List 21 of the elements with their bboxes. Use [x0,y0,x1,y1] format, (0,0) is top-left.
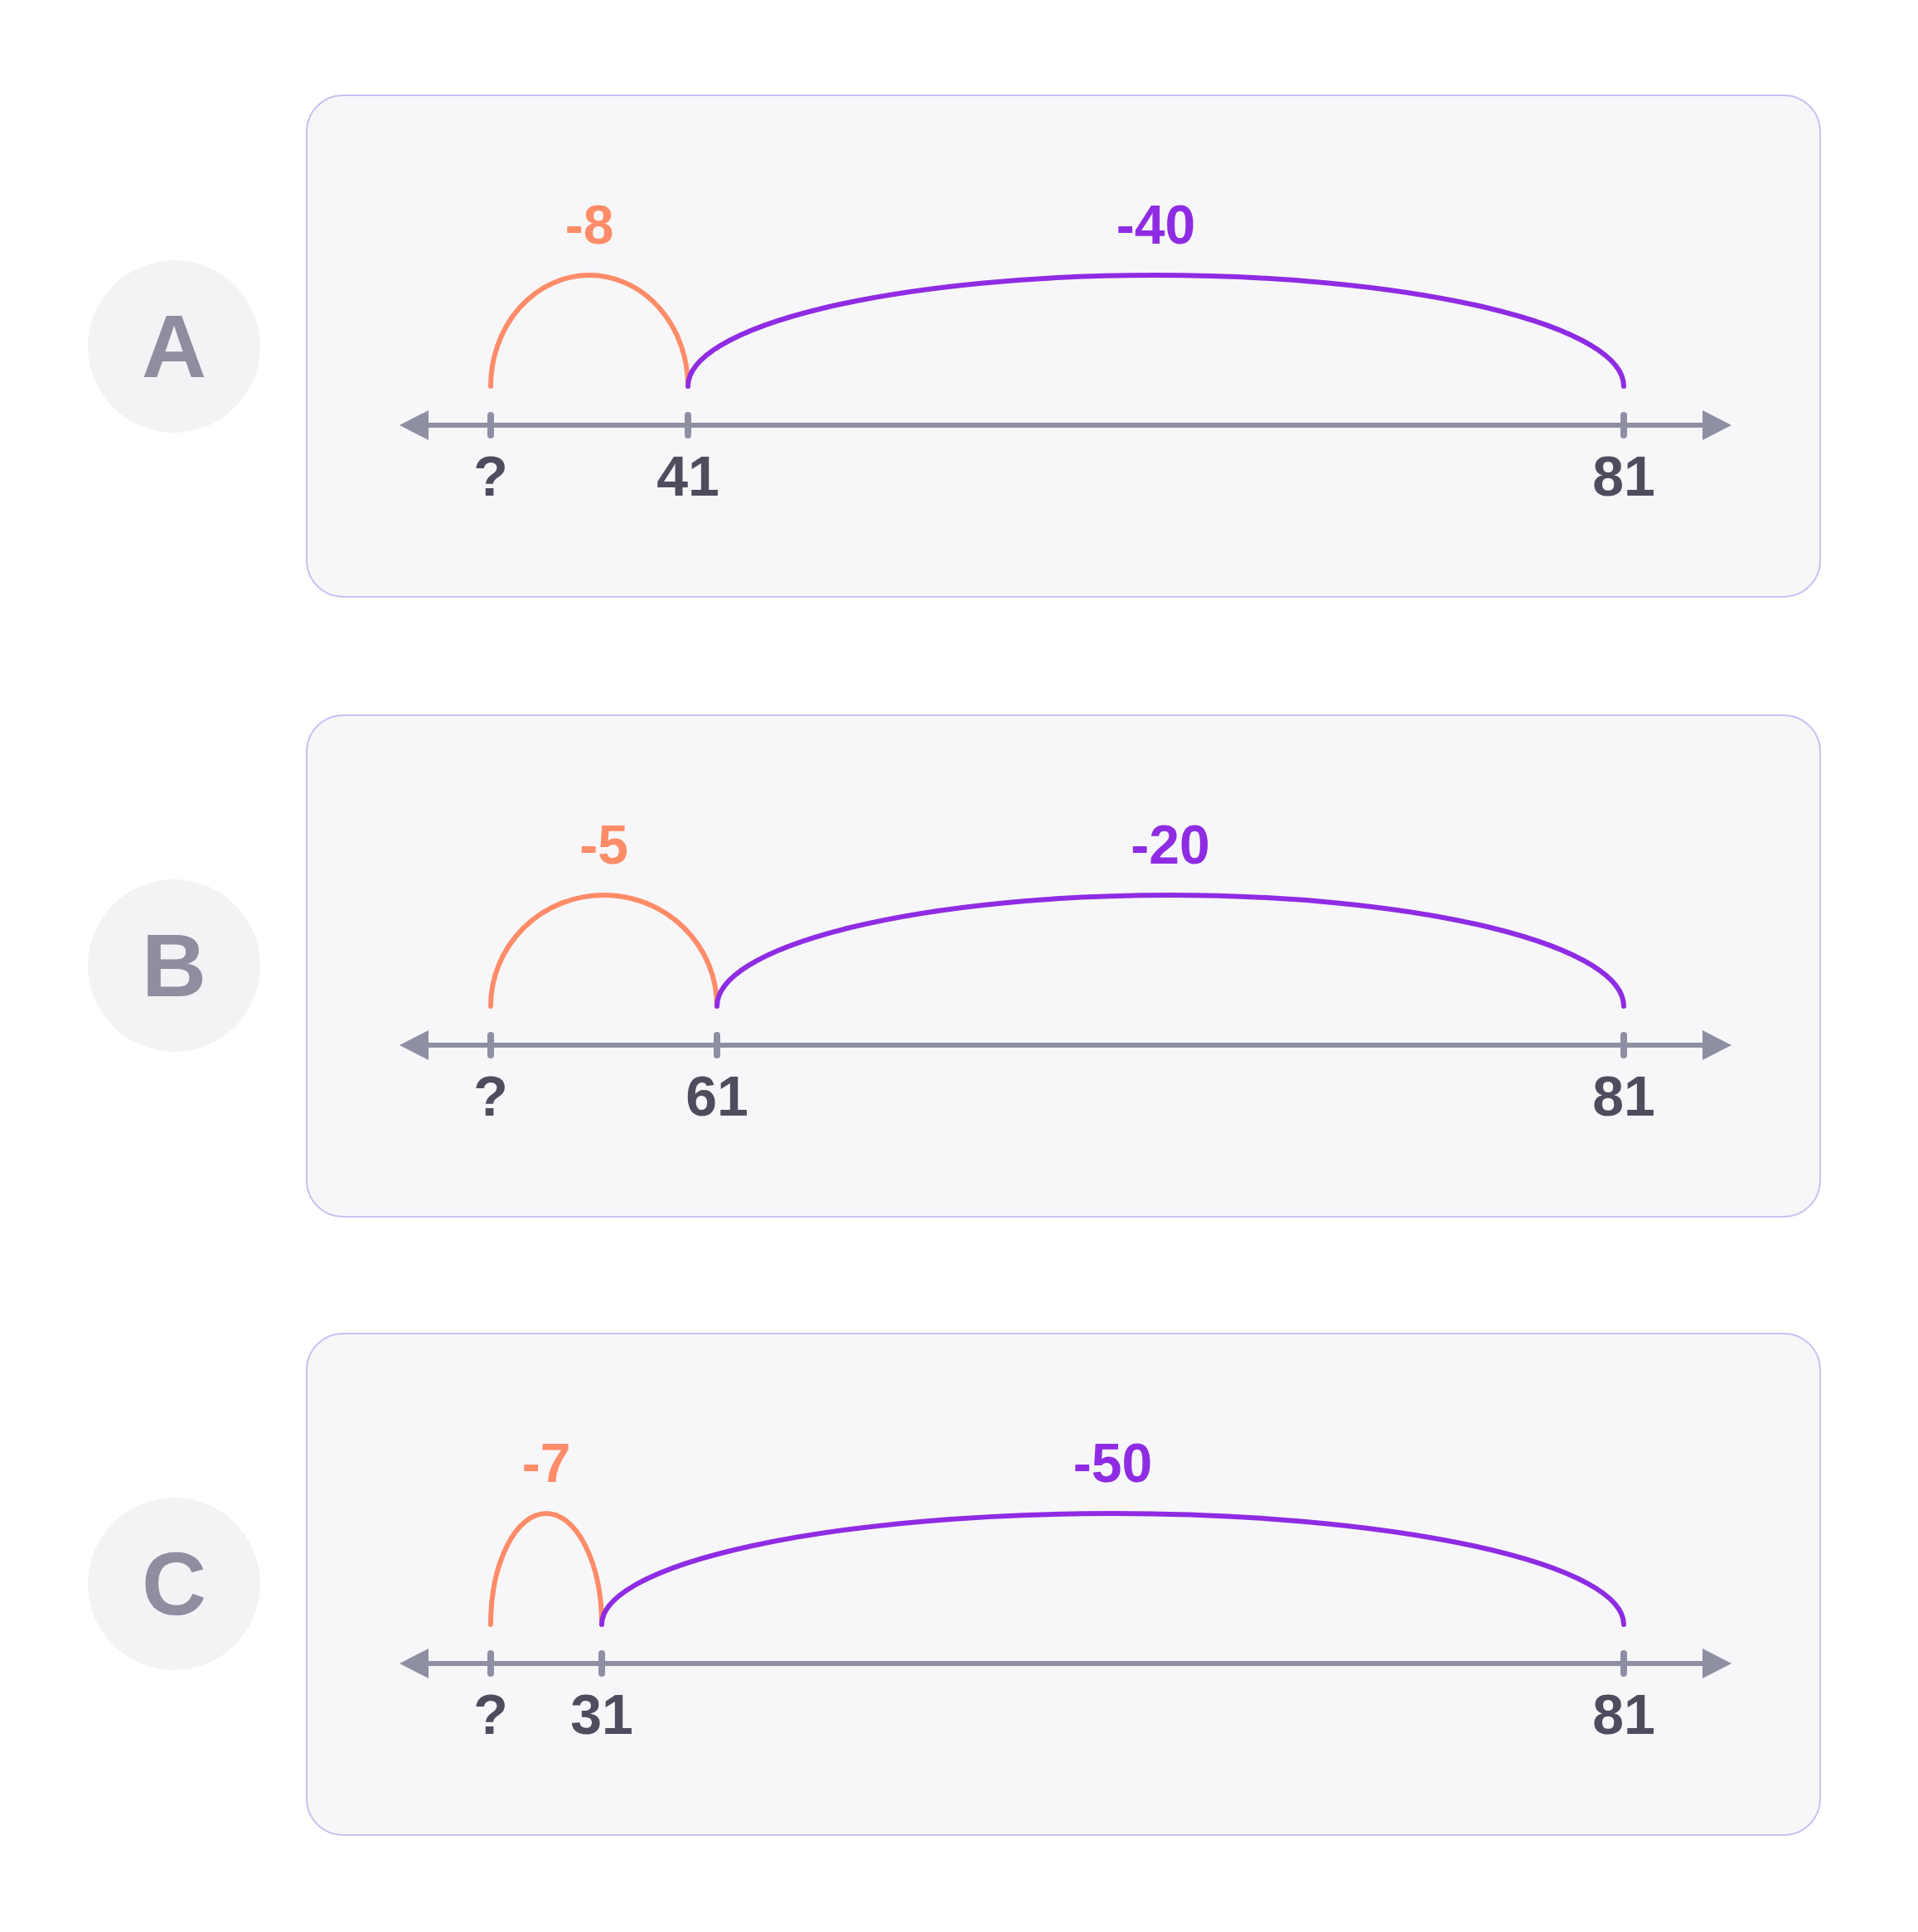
jump-arc [488,273,690,389]
option-letter: C [142,1539,206,1629]
number-label: 61 [685,1068,748,1124]
jump-arc [599,1511,1626,1627]
jump-arc [685,273,1626,389]
number-label: ? [473,448,508,504]
option-letter: A [142,302,206,391]
number-label: 81 [1592,1068,1655,1124]
jump-arc [488,1511,604,1627]
jump-arc [488,893,719,1009]
number-line-panel [306,1333,1821,1836]
number-label: 81 [1592,1686,1655,1742]
number-label: 41 [656,448,719,504]
option-letter: B [142,921,206,1010]
number-line-panel [306,94,1821,598]
number-label: ? [473,1686,508,1742]
number-line-panel [306,714,1821,1218]
number-label: 31 [570,1686,633,1742]
number-label: ? [473,1068,508,1124]
number-label: 81 [1592,448,1655,504]
jump-arc [714,893,1626,1009]
